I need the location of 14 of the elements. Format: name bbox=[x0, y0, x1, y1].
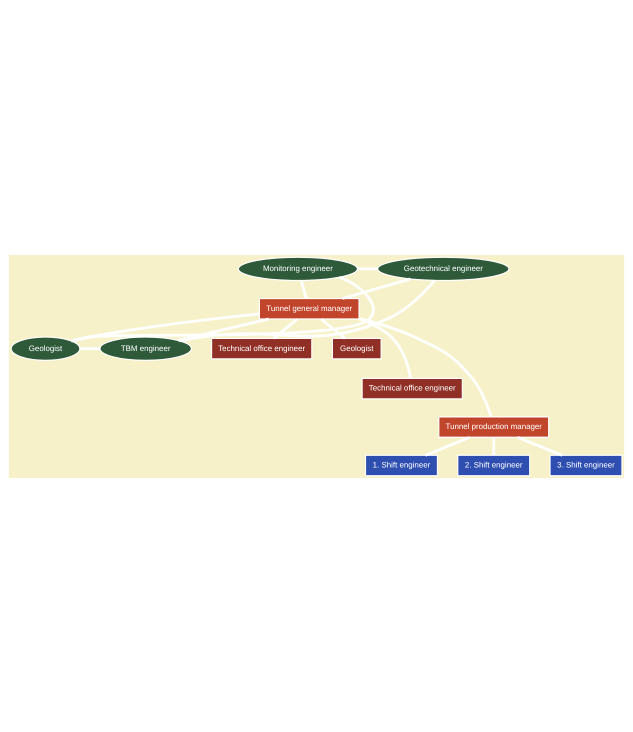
connector bbox=[517, 436, 563, 456]
connector bbox=[179, 279, 436, 342]
connector bbox=[492, 436, 496, 455]
connector bbox=[71, 312, 260, 342]
connector bbox=[178, 317, 269, 342]
connector bbox=[358, 316, 492, 417]
connector bbox=[358, 266, 378, 270]
connector bbox=[342, 277, 411, 300]
connector bbox=[70, 275, 375, 342]
connector bbox=[300, 280, 308, 298]
connector bbox=[320, 318, 346, 340]
connector bbox=[80, 346, 100, 350]
connector bbox=[272, 318, 298, 340]
connector bbox=[424, 436, 470, 456]
